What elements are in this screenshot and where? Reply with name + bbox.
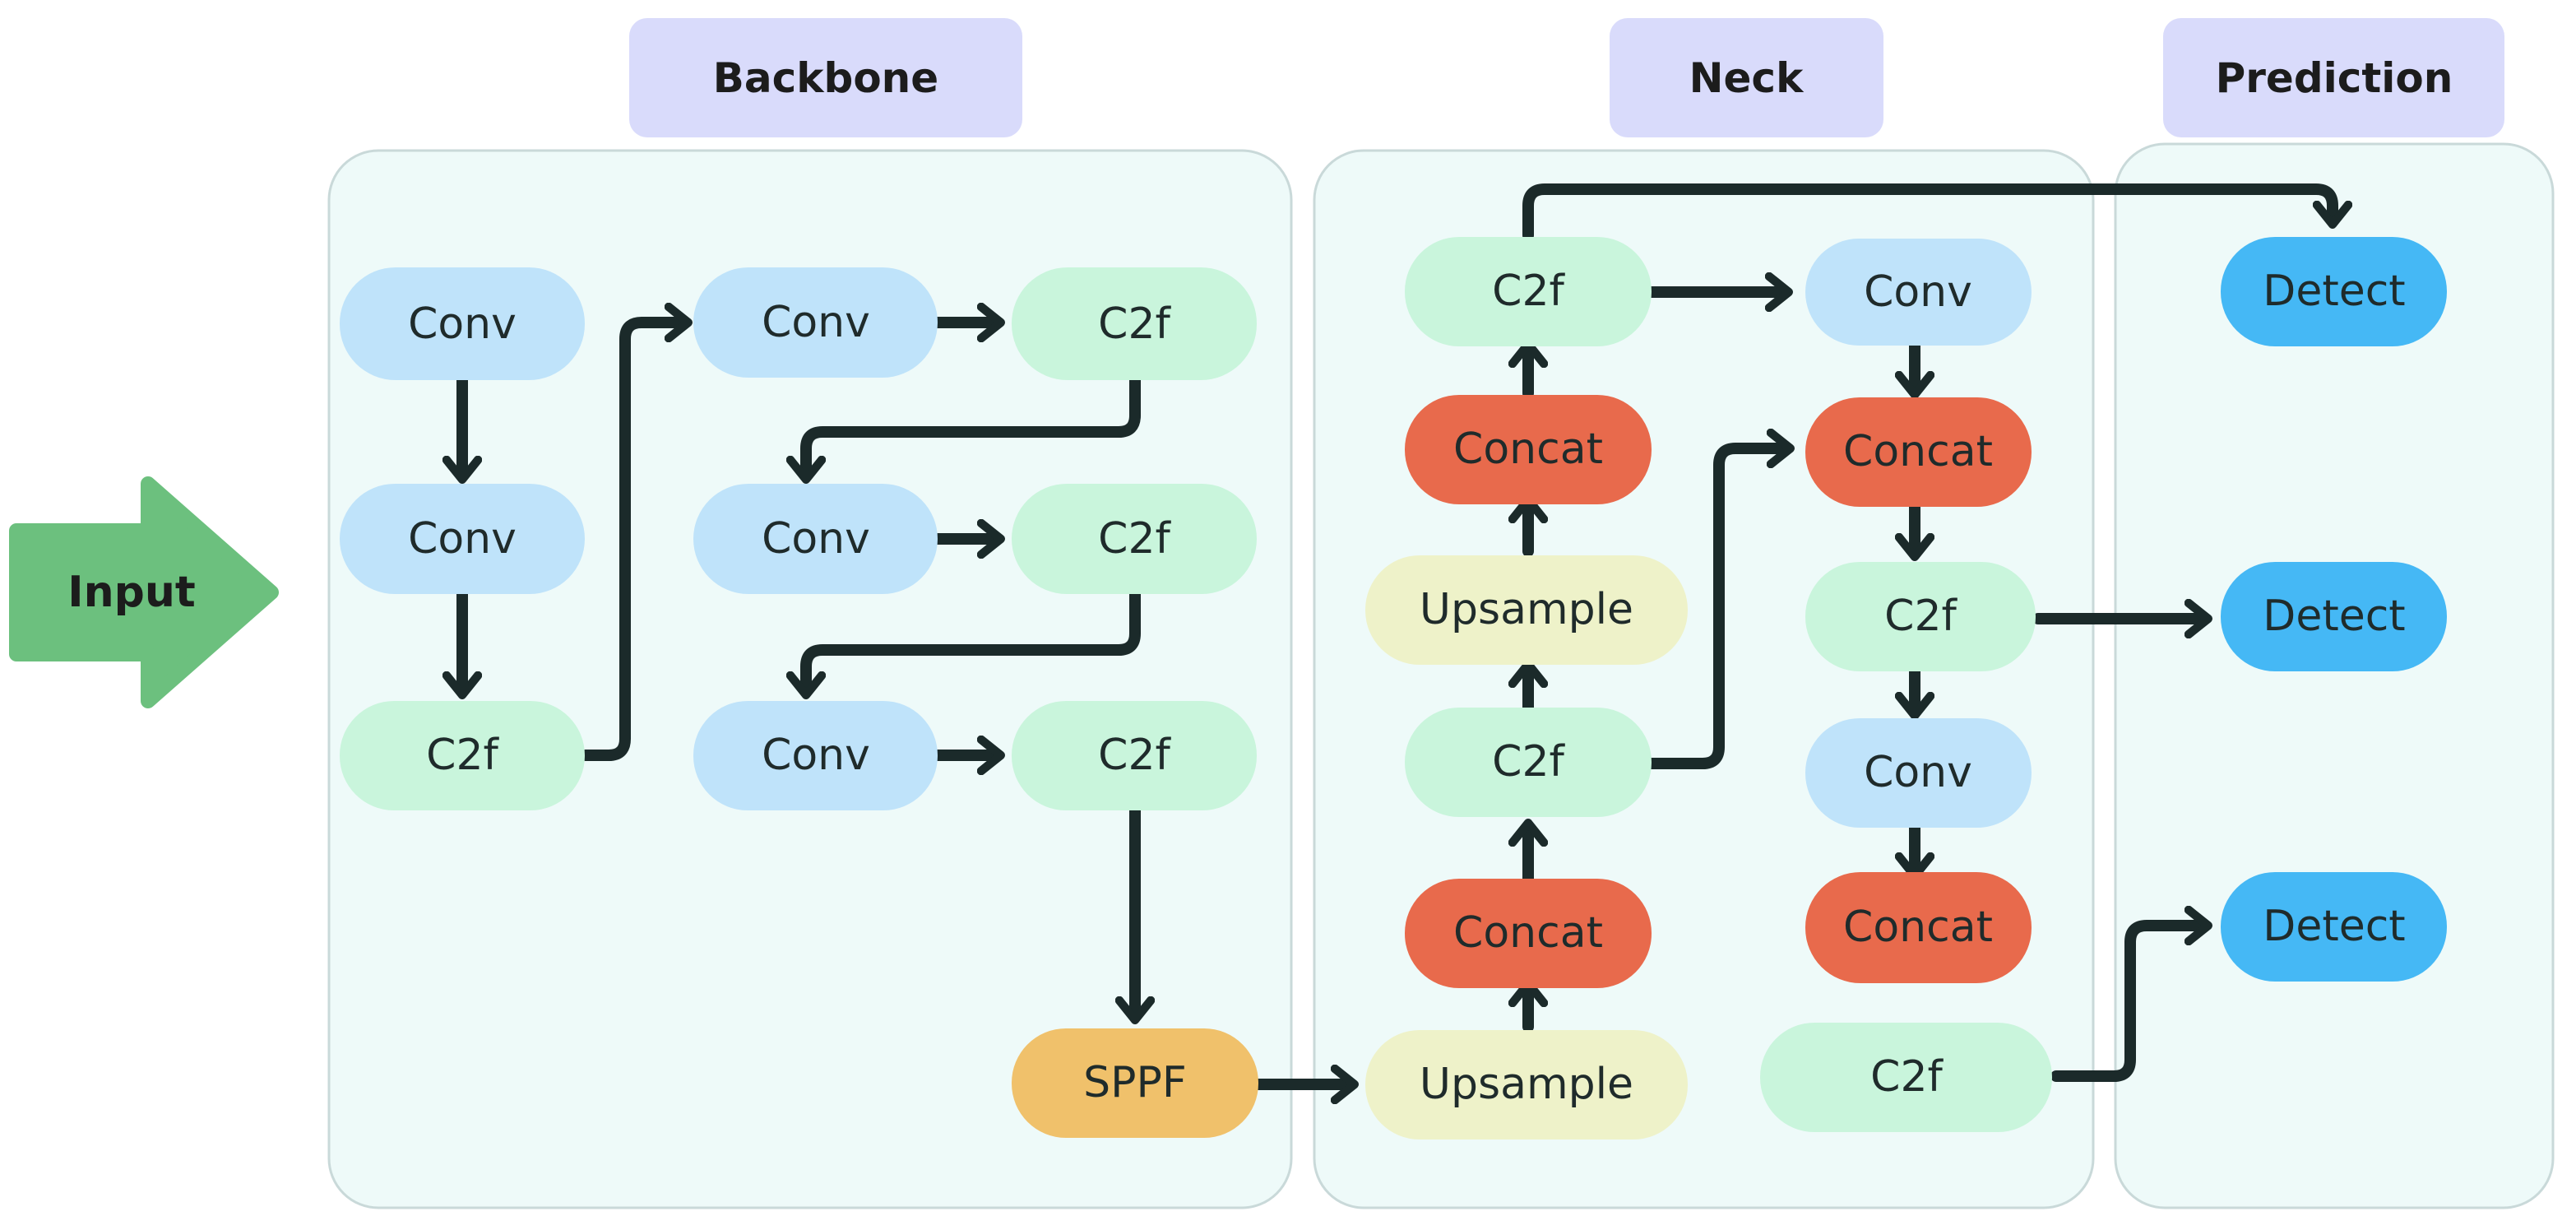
node-bb-conv4: Conv [693,484,938,594]
prediction-title: Prediction [2163,18,2504,137]
node-bb-conv3: Conv [693,267,938,378]
node-nk-conv1: Conv [1805,239,2032,346]
svg-text:C2f: C2f [1884,592,1957,641]
node-nk-concat4: Concat [1805,872,2032,983]
svg-text:C2f: C2f [426,731,499,780]
node-nk-c2f3: C2f [1805,562,2036,671]
svg-text:Upsample: Upsample [1420,585,1633,634]
svg-text:Input: Input [67,568,195,617]
node-nk-c2f2: C2f [1405,237,1652,346]
svg-text:Conv: Conv [408,514,517,564]
connectors [462,183,2333,1084]
svg-text:Upsample: Upsample [1420,1060,1633,1109]
svg-text:SPPF: SPPF [1083,1058,1187,1107]
node-nk-c2f4: C2f [1760,1023,2052,1132]
svg-text:Conv: Conv [762,731,870,780]
svg-text:C2f: C2f [1492,267,1565,316]
connector-bb-c2f2-conv4 [806,374,1141,476]
svg-text:Backbone: Backbone [713,54,938,102]
connector-bb-c2f3-conv5 [806,588,1141,691]
svg-text:Detect: Detect [2263,267,2405,316]
node-pr-detect3: Detect [2221,872,2447,982]
svg-text:Concat: Concat [1843,427,1993,476]
connector-nk-c2f2-detect1 [1522,183,2333,241]
svg-text:Detect: Detect [2263,592,2405,641]
svg-text:Neck: Neck [1689,54,1805,102]
node-pr-detect1: Detect [2221,237,2447,346]
node-bb-c2f2: C2f [1012,267,1257,380]
svg-text:C2f: C2f [1492,737,1565,787]
svg-text:Prediction: Prediction [2216,54,2453,102]
svg-text:Concat: Concat [1453,425,1603,474]
node-pr-detect2: Detect [2221,562,2447,671]
node-nk-upsample1: Upsample [1365,1030,1688,1139]
node-bb-c2f1: C2f [340,701,585,810]
svg-text:Detect: Detect [2263,902,2405,951]
node-bb-conv1: Conv [340,267,585,380]
svg-text:Concat: Concat [1453,908,1603,958]
svg-text:Conv: Conv [1864,748,1972,797]
svg-text:Conv: Conv [408,299,517,349]
input-arrow: Input [9,476,279,708]
node-nk-upsample2: Upsample [1365,555,1688,665]
connector-nk-c2f4-detect3 [2050,926,2204,1082]
node-nk-conv2: Conv [1805,718,2032,828]
node-bb-sppf: SPPF [1012,1028,1258,1138]
node-bb-c2f4: C2f [1012,701,1257,810]
svg-text:Conv: Conv [1864,267,1972,317]
svg-text:Conv: Conv [762,298,870,347]
connector-bb-c2f1-conv3 [580,323,684,761]
node-bb-conv2: Conv [340,484,585,594]
node-nk-c2f1: C2f [1405,708,1652,817]
node-nk-concat3: Concat [1805,397,2032,507]
svg-text:C2f: C2f [1098,299,1171,349]
svg-text:C2f: C2f [1870,1052,1944,1102]
svg-text:C2f: C2f [1098,514,1171,564]
svg-text:Concat: Concat [1843,903,1993,952]
svg-text:C2f: C2f [1098,731,1171,780]
neck-title: Neck [1610,18,1883,137]
node-bb-conv5: Conv [693,701,938,810]
node-nk-concat2: Concat [1405,395,1652,504]
connector-nk-c2f1-concat3 [1646,448,1786,769]
node-bb-c2f3: C2f [1012,484,1257,594]
svg-text:Conv: Conv [762,514,870,564]
node-nk-concat1: Concat [1405,879,1652,988]
backbone-title: Backbone [629,18,1022,137]
